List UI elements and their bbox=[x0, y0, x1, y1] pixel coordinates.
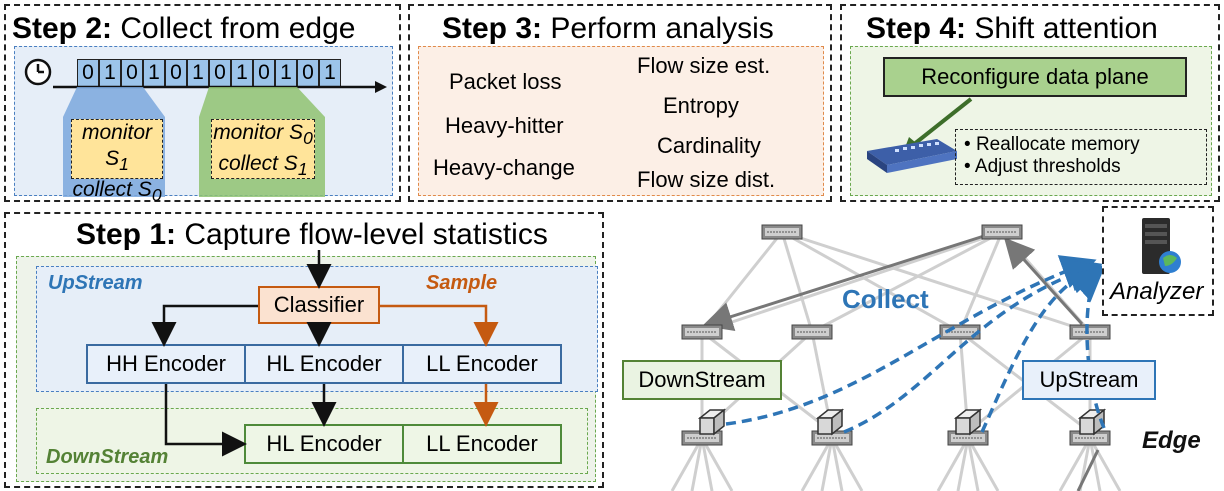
collect-label: Collect bbox=[842, 284, 929, 314]
analysis-item: Cardinality bbox=[657, 133, 761, 158]
bit-cell: 0 bbox=[121, 59, 143, 87]
bit-strip: 0 1 0 1 0 1 0 1 0 1 0 1 bbox=[77, 59, 357, 87]
analysis-item: Heavy-change bbox=[433, 155, 575, 180]
step4-title: Step 4: Shift attention bbox=[866, 12, 1158, 45]
sketch-cube-icon bbox=[699, 409, 725, 435]
step4-panel: Step 4: Shift attention Reconfigure data… bbox=[840, 4, 1220, 202]
analysis-item: Flow size est. bbox=[637, 53, 771, 78]
note-monitor-s1: monitor S1 collect S0 bbox=[71, 119, 163, 206]
analyzer-label: Analyzer bbox=[1110, 278, 1204, 305]
step1-panel: Step 1: Capture flow-level statistics Up… bbox=[4, 212, 604, 488]
bit-cell: 1 bbox=[231, 59, 253, 87]
upstream-label: UpStream bbox=[48, 272, 143, 294]
upstream-hh-encoder: HH Encoder bbox=[86, 344, 246, 384]
downstream-label: DownStream bbox=[46, 446, 169, 468]
sample-label: Sample bbox=[426, 272, 498, 294]
analyzer-box: Analyzer bbox=[1102, 206, 1214, 316]
server-icon bbox=[1142, 218, 1181, 274]
step4-inner: Reconfigure data plane • Reallocate memo… bbox=[850, 46, 1212, 196]
note-monitor-s0: monitor S0 collect S1 bbox=[211, 119, 315, 179]
core-switch bbox=[981, 224, 1023, 240]
topology-diagram: Edge bbox=[670, 224, 1201, 491]
downstream-hl-encoder: HL Encoder bbox=[244, 424, 404, 464]
bit-cell: 0 bbox=[77, 59, 99, 87]
bullet-item: Reallocate memory bbox=[975, 134, 1140, 155]
downstream-ll-encoder: LL Encoder bbox=[402, 424, 562, 464]
bullet-item: Adjust thresholds bbox=[974, 156, 1121, 177]
step2-title: Step 2: Collect from edge bbox=[12, 12, 356, 45]
clock-icon bbox=[24, 58, 52, 86]
upstream-ll-encoder: LL Encoder bbox=[402, 344, 562, 384]
step3-panel: Step 3: Perform analysis Packet loss Hea… bbox=[408, 4, 832, 202]
step1-arrows bbox=[151, 250, 499, 457]
sketch-cube-icon bbox=[817, 409, 843, 435]
classifier-box: Classifier bbox=[258, 286, 380, 324]
step2-panel: Step 2: Collect from edge 0 1 0 1 0 1 0 … bbox=[4, 4, 401, 206]
agg-switch bbox=[681, 324, 723, 340]
bit-cell: 0 bbox=[165, 59, 187, 87]
analysis-item: Packet loss bbox=[449, 69, 562, 94]
reconfigure-button[interactable]: Reconfigure data plane bbox=[883, 57, 1187, 97]
agg-switch bbox=[1069, 324, 1111, 340]
analysis-item: Flow size dist. bbox=[637, 167, 776, 192]
analysis-item: Heavy-hitter bbox=[445, 113, 564, 138]
step3-inner: Packet loss Heavy-hitter Heavy-change Fl… bbox=[418, 46, 824, 196]
switch-diagram bbox=[867, 97, 973, 173]
bit-cell: 1 bbox=[319, 59, 341, 87]
step3-title: Step 3: Perform analysis bbox=[442, 12, 774, 45]
edge-label: Edge bbox=[1142, 427, 1201, 454]
analysis-item: Entropy bbox=[663, 93, 739, 118]
upstream-box: UpStream bbox=[1022, 360, 1156, 400]
downstream-box: DownStream bbox=[622, 360, 782, 400]
actions-box: • Reallocate memory • Adjust thresholds bbox=[955, 129, 1207, 185]
bit-cell: 0 bbox=[253, 59, 275, 87]
agg-switch bbox=[791, 324, 833, 340]
core-switch bbox=[761, 224, 803, 240]
sketch-cube-icon bbox=[955, 409, 981, 435]
step2-inner: 0 1 0 1 0 1 0 1 0 1 0 1 monitor S1 colle… bbox=[14, 46, 393, 206]
step1-title: Step 1: Capture flow-level statistics bbox=[76, 218, 548, 251]
